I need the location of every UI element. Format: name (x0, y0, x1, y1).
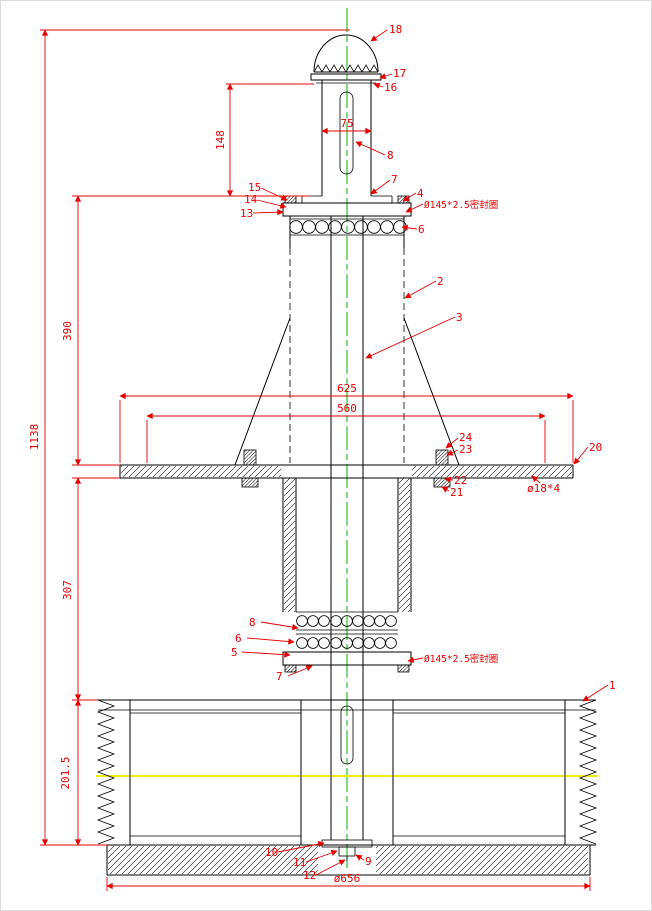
callout-15: 15 (248, 181, 261, 194)
callout-1: 1 (609, 679, 616, 692)
callout-18: 18 (389, 23, 402, 36)
plate-bolt-right-head (435, 449, 449, 466)
callout-leaders (241, 29, 609, 876)
top-bearing (289, 216, 407, 248)
dim-flange-span: 625 (337, 382, 357, 395)
callout-4: 4 (417, 187, 424, 200)
plate-bolt-left-nut (241, 477, 259, 488)
outline-layer (96, 34, 598, 876)
seal-spec-bottom: Ø145*2.5密封圈 (424, 653, 498, 665)
callout-6-bottom: 6 (235, 632, 242, 645)
upper-housing-hidden (289, 248, 405, 463)
callout-21: 21 (450, 486, 463, 499)
keyway-slot-bottom (340, 705, 354, 765)
callout-layer: 18 17 16 8 7 4 6 15 14 13 2 3 24 23 20 2… (231, 23, 616, 882)
dim-bolt-circle: 560 (337, 402, 357, 415)
dim-top-shaft-length: 148 (214, 130, 227, 150)
lower-cap-bolt-right (397, 664, 410, 673)
main-shaft (330, 216, 364, 840)
v-grooves-right (578, 699, 598, 845)
cap-bolt-right (397, 195, 410, 204)
callout-11: 11 (293, 856, 306, 869)
dim-overall-height: 1138 (28, 424, 41, 451)
dim-pulley-height: 201.5 (59, 756, 72, 789)
callout-3: 3 (456, 311, 463, 324)
callout-8-top: 8 (387, 149, 394, 162)
callout-22: 22 (454, 474, 467, 487)
callout-12: 12 (303, 869, 316, 882)
callout-14: 14 (244, 193, 258, 206)
callout-8-bottom: 8 (249, 616, 256, 629)
cone-support (234, 317, 460, 466)
callout-5: 5 (231, 646, 238, 659)
callout-7-top: 7 (391, 173, 398, 186)
dim-pulley-diameter: ø656 (334, 872, 361, 885)
callout-17: 17 (393, 67, 406, 80)
callout-23: 23 (459, 443, 472, 456)
plate-bolt-left-head (243, 449, 257, 466)
callout-9: 9 (365, 855, 372, 868)
callout-13: 13 (240, 207, 253, 220)
seal-spec-top: Ø145*2.5密封圈 (424, 199, 498, 211)
callout-6-top: 6 (418, 223, 425, 236)
lower-housing-walls (282, 478, 412, 613)
lower-cap-bolt-left (284, 664, 297, 673)
dim-upper-housing: 390 (61, 321, 74, 341)
dim-lower-housing: 307 (61, 580, 74, 600)
dim-flange-holes: ø18*4 (527, 482, 560, 495)
callout-7-bottom: 7 (276, 670, 283, 683)
v-grooves-left (96, 699, 116, 845)
callout-24: 24 (459, 431, 473, 444)
dimension-layer: 75 148 390 307 201.5 1138 625 560 (28, 29, 591, 891)
dim-shaft-width: 75 (340, 117, 353, 130)
pulley (96, 699, 598, 846)
callout-2: 2 (437, 275, 444, 288)
callout-10: 10 (265, 846, 278, 859)
lower-bearing (296, 615, 398, 653)
callout-16: 16 (384, 81, 397, 94)
callout-20: 20 (589, 441, 602, 454)
mounting-plate (119, 449, 574, 488)
